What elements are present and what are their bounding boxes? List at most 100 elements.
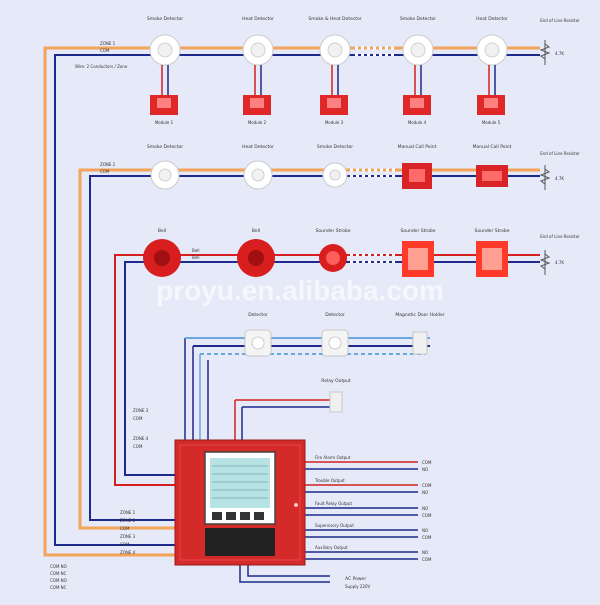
panel-lock-icon	[294, 503, 298, 507]
svg-text:End of Line Resistor: End of Line Resistor	[540, 151, 580, 156]
bottom-left-labels: ZONE 1 ZONE 2 COM ZONE 3 COM ZONE 4	[120, 510, 136, 555]
row3-wire-label-1: Bell	[192, 248, 199, 253]
svg-text:Module 4: Module 4	[408, 120, 427, 125]
row1-wire-label-1: ZONE 1	[100, 41, 116, 46]
heat-detector-2[interactable]: Heat Detector	[476, 16, 508, 66]
row3-wire-label-2: Bell	[192, 255, 199, 260]
control-panel[interactable]	[174, 439, 306, 566]
svg-text:Module 1: Module 1	[155, 120, 174, 125]
smoke-detector-3[interactable]: Smoke Detector	[147, 144, 183, 190]
heat-detector-1[interactable]: Heat Detector	[242, 16, 274, 66]
smoke-detector-4[interactable]: Smoke Detector	[317, 144, 353, 188]
svg-text:NO: NO	[422, 528, 428, 533]
svg-text:Magnetic Door Holder: Magnetic Door Holder	[395, 312, 444, 318]
resistor-icon	[539, 40, 551, 65]
svg-text:Sounder Strobe: Sounder Strobe	[401, 228, 436, 234]
bell-1[interactable]: Bell	[143, 228, 181, 277]
svg-text:ZONE 2: ZONE 2	[120, 518, 136, 523]
row1-detectors: Smoke Detector Heat Detector Smoke & Hea…	[147, 16, 508, 66]
manual-call-point-2[interactable]: Manual Call Point	[473, 144, 512, 187]
svg-text:Smoke Detector: Smoke Detector	[147, 144, 183, 150]
svg-text:COM: COM	[422, 535, 432, 540]
svg-text:ZONE 4: ZONE 4	[120, 550, 136, 555]
smoke-detector-1[interactable]: Smoke Detector	[147, 16, 183, 66]
resistor-icon	[539, 250, 551, 275]
svg-text:COM: COM	[133, 416, 143, 421]
sounder-strobe-2[interactable]: Sounder Strobe	[401, 228, 436, 277]
row2-wire-label-2: COM	[100, 169, 110, 174]
svg-text:Sounder Strobe: Sounder Strobe	[475, 228, 510, 234]
svg-text:Sounder Strobe: Sounder Strobe	[316, 228, 351, 234]
relay-output: Relay Output	[234, 378, 351, 450]
svg-text:Detector: Detector	[248, 312, 268, 318]
svg-text:Manual Call Point: Manual Call Point	[398, 144, 437, 150]
svg-text:ZONE 3: ZONE 3	[120, 534, 136, 539]
module-2[interactable]: Module 2	[243, 65, 271, 125]
svg-text:Smoke Detector: Smoke Detector	[317, 144, 353, 150]
bell-2[interactable]: Bell	[237, 228, 275, 277]
panel-button-2[interactable]	[226, 512, 236, 520]
svg-text:Heat Detector: Heat Detector	[242, 16, 274, 22]
svg-text:COM NC: COM NC	[50, 585, 67, 590]
svg-text:NO: NO	[422, 467, 428, 472]
svg-text:COM: COM	[133, 444, 143, 449]
right-output-5: Auxiliary Output NO COM	[315, 545, 432, 562]
svg-text:COM: COM	[422, 483, 432, 488]
manual-call-point-1[interactable]: Manual Call Point	[398, 144, 437, 189]
row2-wire-label-1: ZONE 2	[100, 162, 116, 167]
relay-device[interactable]	[329, 391, 343, 413]
svg-text:NO: NO	[422, 490, 428, 495]
smoke-heat-detector-1[interactable]: Smoke & Heat Detector	[308, 16, 362, 66]
svg-text:Detector: Detector	[325, 312, 345, 318]
left-trunk-wires	[43, 46, 180, 557]
row4-devices: Detector Detector Magnetic Door Holder	[244, 312, 445, 357]
module-1[interactable]: Module 1	[150, 65, 178, 125]
svg-text:Fault Relay Output: Fault Relay Output	[315, 501, 352, 506]
svg-text:Bell: Bell	[252, 228, 260, 234]
svg-text:Relay Output: Relay Output	[321, 378, 351, 384]
svg-text:ZONE 4: ZONE 4	[133, 436, 149, 441]
resistor-icon	[539, 165, 551, 190]
detector-2[interactable]: Detector	[321, 312, 349, 357]
module-3[interactable]: Module 3	[320, 65, 348, 125]
left-annotations: ZONE 3 COM ZONE 4 COM	[133, 408, 149, 449]
row2-end-resistor: End of Line Resistor 4.7K	[539, 151, 580, 190]
svg-text:End of Line Resistor: End of Line Resistor	[540, 18, 580, 23]
sounder-strobe-3[interactable]: Sounder Strobe	[475, 228, 510, 277]
module-5[interactable]: Module 5	[477, 65, 505, 125]
svg-text:Module 5: Module 5	[482, 120, 501, 125]
row3-end-resistor: End of Line Resistor 4.7K	[539, 234, 580, 275]
svg-text:End of Line Resistor: End of Line Resistor	[540, 234, 580, 239]
svg-text:Trouble Output: Trouble Output	[314, 478, 345, 483]
svg-text:AC Power: AC Power	[345, 576, 366, 582]
svg-text:4.7K: 4.7K	[555, 176, 564, 181]
svg-text:COM: COM	[422, 557, 432, 562]
module-4[interactable]: Module 4	[403, 65, 431, 125]
panel-button-1[interactable]	[212, 512, 222, 520]
right-output-3: Fault Relay Output NO COM	[315, 501, 432, 518]
svg-text:4.7K: 4.7K	[555, 51, 564, 56]
svg-text:Bell: Bell	[158, 228, 166, 234]
heat-detector-3[interactable]: Heat Detector	[242, 144, 274, 190]
row3-devices: Bell Bell Sounder Strobe Sounder Strobe …	[143, 228, 510, 277]
svg-text:Module 2: Module 2	[248, 120, 267, 125]
svg-text:ZONE 3: ZONE 3	[133, 408, 149, 413]
row1-wire-note: Wire: 2 Conductors / Zone	[75, 64, 128, 69]
sounder-strobe-1[interactable]: Sounder Strobe	[316, 228, 351, 272]
smoke-detector-2[interactable]: Smoke Detector	[400, 16, 436, 66]
panel-button-4[interactable]	[254, 512, 264, 520]
svg-text:COM NO: COM NO	[50, 578, 67, 583]
row2-devices: Smoke Detector Heat Detector Smoke Detec…	[147, 144, 512, 190]
svg-text:Smoke & Heat Detector: Smoke & Heat Detector	[308, 16, 361, 22]
row1-modules: Module 1 Module 2 Module 3 Module 4 Modu…	[150, 65, 505, 125]
magnetic-door-holder[interactable]: Magnetic Door Holder	[395, 312, 445, 355]
svg-text:Fire Alarm Output: Fire Alarm Output	[315, 455, 351, 460]
detector-1[interactable]: Detector	[244, 312, 272, 357]
right-outputs: Fire Alarm Output COM NO Trouble Output …	[314, 455, 432, 562]
svg-text:COM: COM	[120, 526, 130, 531]
row1-wire-label-2: COM	[100, 48, 110, 53]
panel-buttons	[212, 512, 264, 520]
panel-button-3[interactable]	[240, 512, 250, 520]
svg-text:Smoke Detector: Smoke Detector	[147, 16, 183, 22]
